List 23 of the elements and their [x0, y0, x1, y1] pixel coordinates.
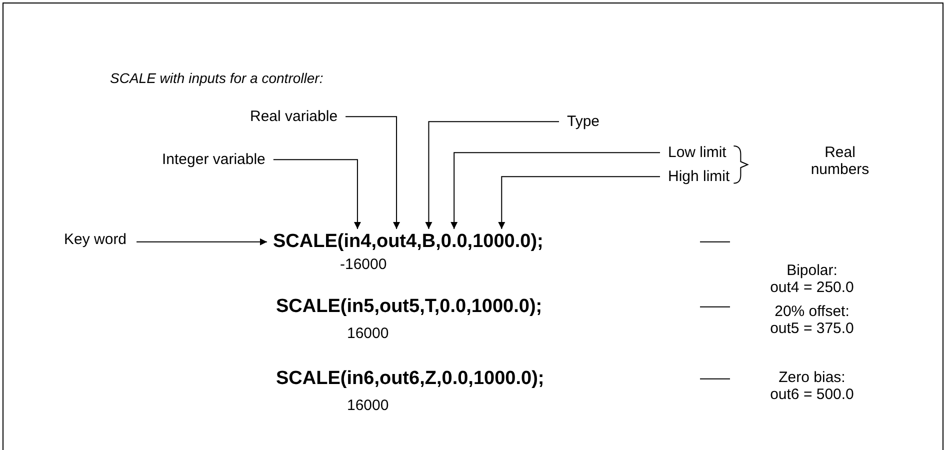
- leader-label: Type: [567, 113, 600, 130]
- code-line: SCALE(in6,out6,Z,0.0,1000.0);: [276, 368, 544, 390]
- code-line: SCALE(in4,out4,B,0.0,1000.0);: [273, 231, 544, 253]
- code-line: SCALE(in5,out5,T,0.0,1000.0);: [276, 296, 542, 318]
- diagram-title: SCALE with inputs for a controller:: [110, 70, 324, 86]
- leader-label: High limit: [668, 168, 730, 186]
- bracket-note: Real numbers: [810, 144, 870, 178]
- leader-line: [345, 116, 400, 230]
- leader-label: Low limit: [668, 144, 726, 162]
- leader-line: [498, 176, 660, 230]
- value-label: -16000: [340, 256, 387, 274]
- result-note: Zero bias: out6 = 500.0: [769, 369, 855, 404]
- leader-label: Integer variable: [162, 151, 266, 168]
- leader-label: Key word: [64, 231, 127, 248]
- arrow: [136, 238, 268, 246]
- leader-line: [272, 159, 361, 230]
- result-note: 20% offset: out5 = 375.0: [769, 303, 855, 338]
- result-note: Bipolar: out4 = 250.0: [769, 262, 855, 296]
- value-label: 16000: [347, 325, 389, 342]
- leader-line: [425, 121, 560, 230]
- leader-label: Real variable: [250, 108, 338, 126]
- leader-line: [450, 152, 660, 230]
- value-label: 16000: [347, 397, 389, 414]
